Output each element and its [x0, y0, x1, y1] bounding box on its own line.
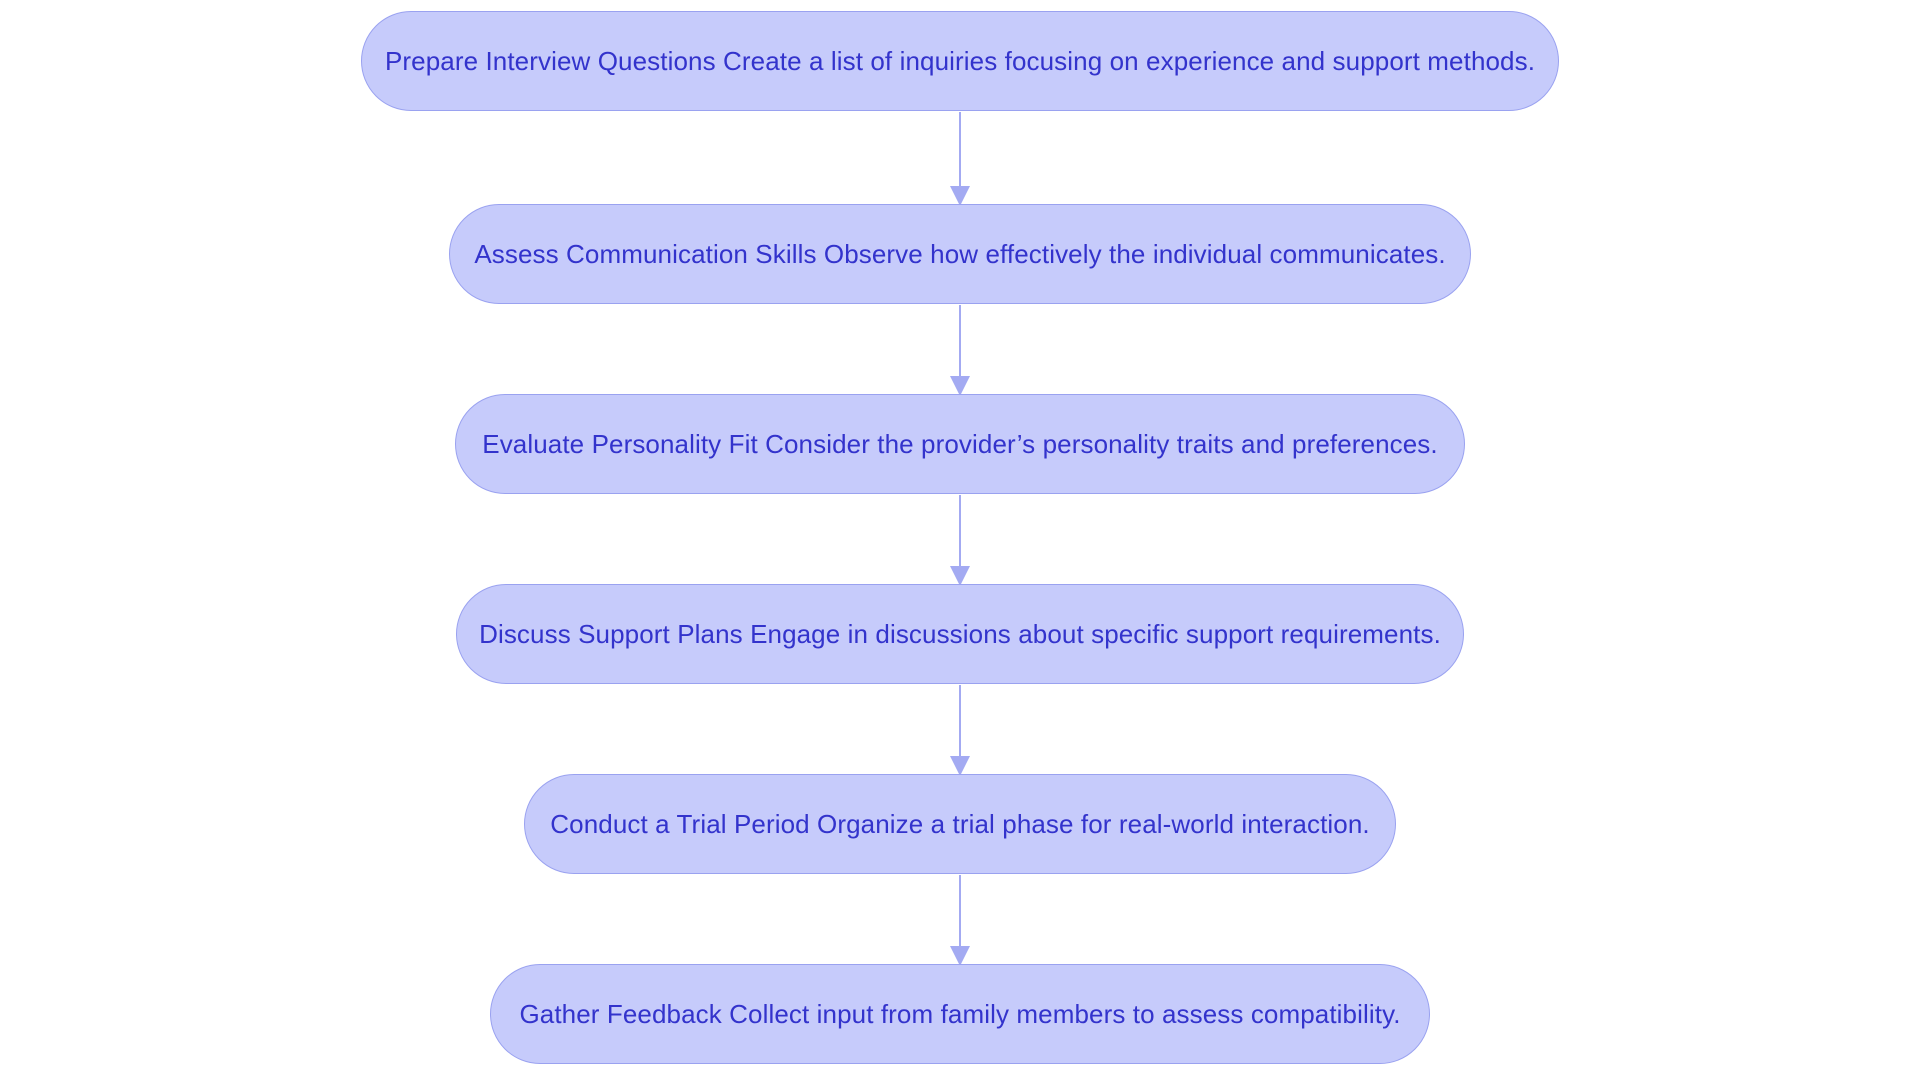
flow-node-label: Gather Feedback Collect input from famil… — [519, 998, 1401, 1029]
flow-node-label: Assess Communication Skills Observe how … — [474, 238, 1446, 269]
flow-node-evaluate-personality-fit[interactable]: Evaluate Personality Fit Consider the pr… — [455, 394, 1465, 494]
flow-node-label: Discuss Support Plans Engage in discussi… — [479, 618, 1441, 649]
flow-node-discuss-support-plans[interactable]: Discuss Support Plans Engage in discussi… — [456, 584, 1464, 684]
flow-node-conduct-a-trial-period[interactable]: Conduct a Trial Period Organize a trial … — [524, 774, 1396, 874]
flow-node-label: Evaluate Personality Fit Consider the pr… — [482, 428, 1438, 459]
flow-node-prepare-interview-questions[interactable]: Prepare Interview Questions Create a lis… — [361, 11, 1559, 111]
flow-node-label: Conduct a Trial Period Organize a trial … — [550, 808, 1370, 839]
flow-node-label: Prepare Interview Questions Create a lis… — [384, 45, 1536, 76]
flow-node-assess-communication-skills[interactable]: Assess Communication Skills Observe how … — [449, 204, 1471, 304]
flow-node-gather-feedback[interactable]: Gather Feedback Collect input from famil… — [490, 964, 1430, 1064]
